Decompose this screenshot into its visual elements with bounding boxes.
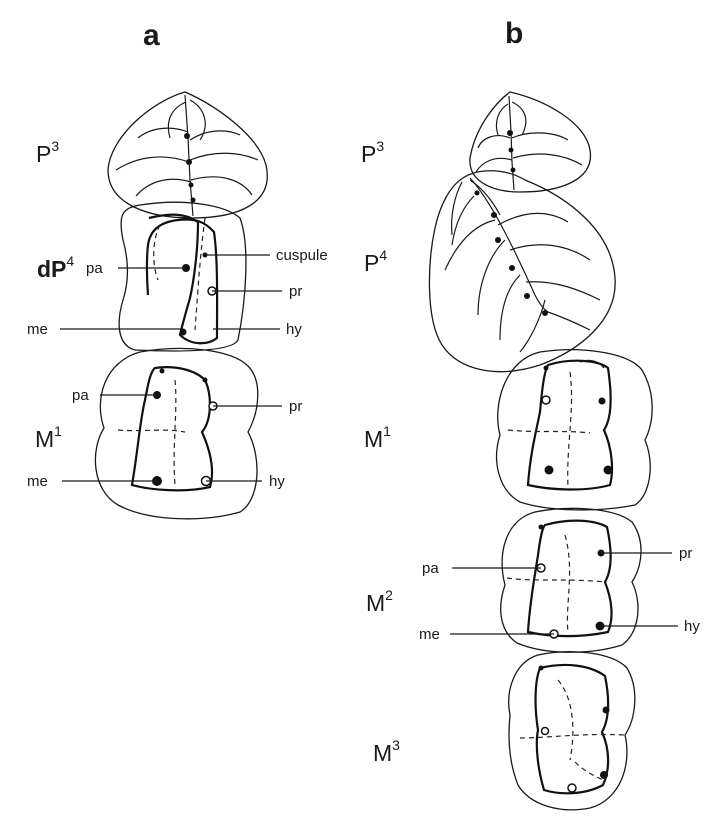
panel-b-m1-label: M1 <box>364 423 391 452</box>
panel-b-m2-tooth <box>501 508 641 652</box>
panel-a-dp4-label: dP4 <box>37 253 74 282</box>
panel-a-p3-tooth <box>108 92 267 218</box>
panel-a-dp4-pa-label: pa <box>86 260 103 277</box>
panel-b-p4-tooth <box>429 171 615 372</box>
panel-a-m1-tooth <box>95 348 257 518</box>
panel-b-m2-label: M2 <box>366 587 393 616</box>
panel-a-dp4-hy-label: hy <box>286 321 302 338</box>
panel-b-m1-tooth <box>497 350 653 510</box>
panel-b-m2-pa-label: pa <box>422 560 439 577</box>
panel-a-m1-me-label: me <box>27 473 48 490</box>
panel-a-p3-label: P3 <box>36 138 59 167</box>
panel-a-letter: a <box>143 19 160 52</box>
panel-b-m3-label: M3 <box>373 737 400 766</box>
panel-b-m2-me-label: me <box>419 626 440 643</box>
panel-b-p4-label: P4 <box>364 247 387 276</box>
panel-b: b P3 <box>361 17 700 810</box>
panel-b-letter: b <box>505 17 523 50</box>
panel-a-dp4-me-label: me <box>27 321 48 338</box>
panel-b-m2-pr-label: pr <box>679 545 692 562</box>
panel-b-m2-hy-label: hy <box>684 618 700 635</box>
panel-a-dp4-cuspule-label: cuspule <box>276 247 328 264</box>
panel-a-m1-pr-label: pr <box>289 398 302 415</box>
panel-b-p3-label: P3 <box>361 138 384 167</box>
panel-a: a P3 d <box>27 19 328 519</box>
panel-a-dp4-pr-label: pr <box>289 283 302 300</box>
panel-a-m1-pa-label: pa <box>72 387 89 404</box>
panel-b-p3-tooth <box>470 92 591 192</box>
panel-a-m1-hy-label: hy <box>269 473 285 490</box>
panel-b-m3-tooth <box>509 652 635 810</box>
panel-a-m1-label: M1 <box>35 423 62 452</box>
